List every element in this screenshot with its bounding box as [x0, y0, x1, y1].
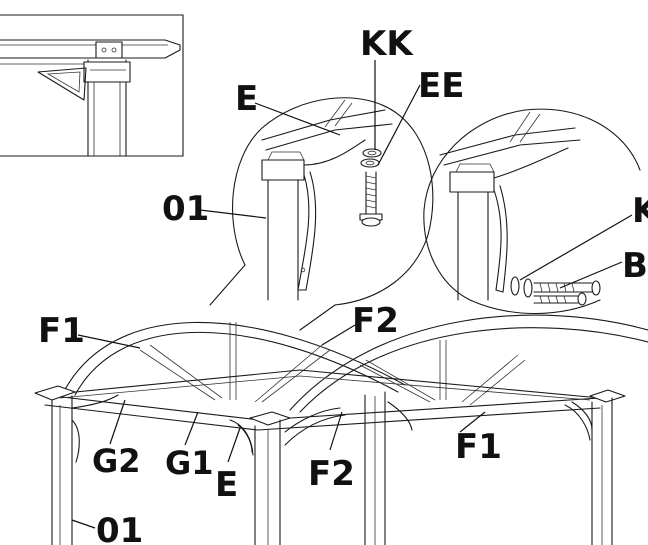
label-01-bottom: 01	[96, 511, 143, 545]
label-ee: EE	[418, 66, 464, 106]
right-zoom-circle	[423, 108, 641, 315]
label-kk: KK	[360, 24, 414, 64]
label-g1: G1	[165, 444, 214, 482]
label-f1-right: F1	[455, 427, 502, 467]
label-e-bottom: E	[215, 465, 238, 505]
label-e-top: E	[235, 79, 258, 119]
label-f1-left: F1	[38, 311, 85, 351]
label-k-right: K	[632, 191, 648, 231]
gazebo-frame	[34, 314, 648, 545]
label-be-right: BE	[622, 246, 648, 286]
label-01-top: 01	[162, 189, 209, 229]
left-zoom-circle	[209, 97, 434, 331]
label-f2-bottom: F2	[308, 454, 355, 494]
inset-detail-box	[0, 14, 184, 157]
part-labels: KK EE E 01 K BE F1 F2 G2 G1 E F2 F1 01	[38, 24, 648, 545]
leader-lines	[71, 60, 633, 529]
label-g2: G2	[92, 442, 141, 480]
label-f2-top: F2	[352, 301, 399, 341]
